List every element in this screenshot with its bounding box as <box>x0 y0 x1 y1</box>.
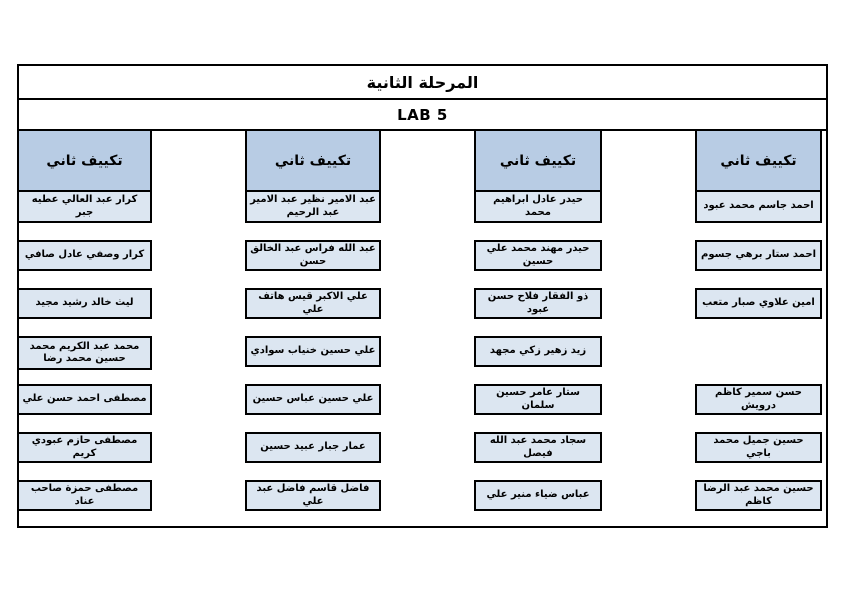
student-cell: محمد عبد الكريم محمد حسين محمد رضا <box>17 336 152 370</box>
student-cell: علي حسين خنياب سوادي <box>245 336 381 367</box>
student-cell: ستار عامر حسين سلمان <box>474 384 602 415</box>
student-cell: علي الاكبر قيس هاتف علي <box>245 288 381 319</box>
stage-title: المرحلة الثانية <box>19 66 826 100</box>
student-cell: حسين جميل محمد باجي <box>695 432 822 463</box>
student-cell: فاضل قاسم فاضل عبد علي <box>245 480 381 511</box>
student-cell: عبد الامير نظير عبد الامير عبد الرحيم <box>245 190 381 223</box>
column-header: تكييف ثاني <box>245 129 381 192</box>
column-header: تكييف ثاني <box>17 129 152 192</box>
student-cell: ليث خالد رشيد مجيد <box>17 288 152 319</box>
student-cell: عباس ضياء منير علي <box>474 480 602 511</box>
student-cell: احمد ستار برهي جسوم <box>695 240 822 271</box>
student-cell: امين علاوي صبار متعب <box>695 288 822 319</box>
student-cell: حسين محمد عبد الرضا كاظم <box>695 480 822 511</box>
student-cell: كرار وصفي عادل صافي <box>17 240 152 271</box>
student-cell: عمار جبار عبيد حسين <box>245 432 381 463</box>
student-cell: مصطفى حمزة صاحب عناد <box>17 480 152 511</box>
student-cell: حسن سمير كاظم درويش <box>695 384 822 415</box>
student-cell: كرار عبد العالي عطيه جبر <box>17 190 152 223</box>
student-cell: سجاد محمد عبد الله فيصل <box>474 432 602 463</box>
column-header: تكييف ثاني <box>474 129 602 192</box>
student-cell: علي حسين عباس حسين <box>245 384 381 415</box>
student-cell: زيد زهير زكي مجهد <box>474 336 602 367</box>
student-cell: عبد الله فراس عبد الخالق حسن <box>245 240 381 271</box>
student-cell: مصطفى احمد حسن علي <box>17 384 152 415</box>
student-cell: احمد جاسم محمد عبود <box>695 190 822 223</box>
lab-label: LAB 5 <box>19 100 826 131</box>
column-header: تكييف ثاني <box>695 129 822 192</box>
student-cell: مصطفى حازم عبودي كريم <box>17 432 152 463</box>
student-cell: حيدر عادل ابراهيم محمد <box>474 190 602 223</box>
student-cell: حيدر مهند محمد علي حسين <box>474 240 602 271</box>
student-cell: ذو الفقار فلاح حسن عبود <box>474 288 602 319</box>
